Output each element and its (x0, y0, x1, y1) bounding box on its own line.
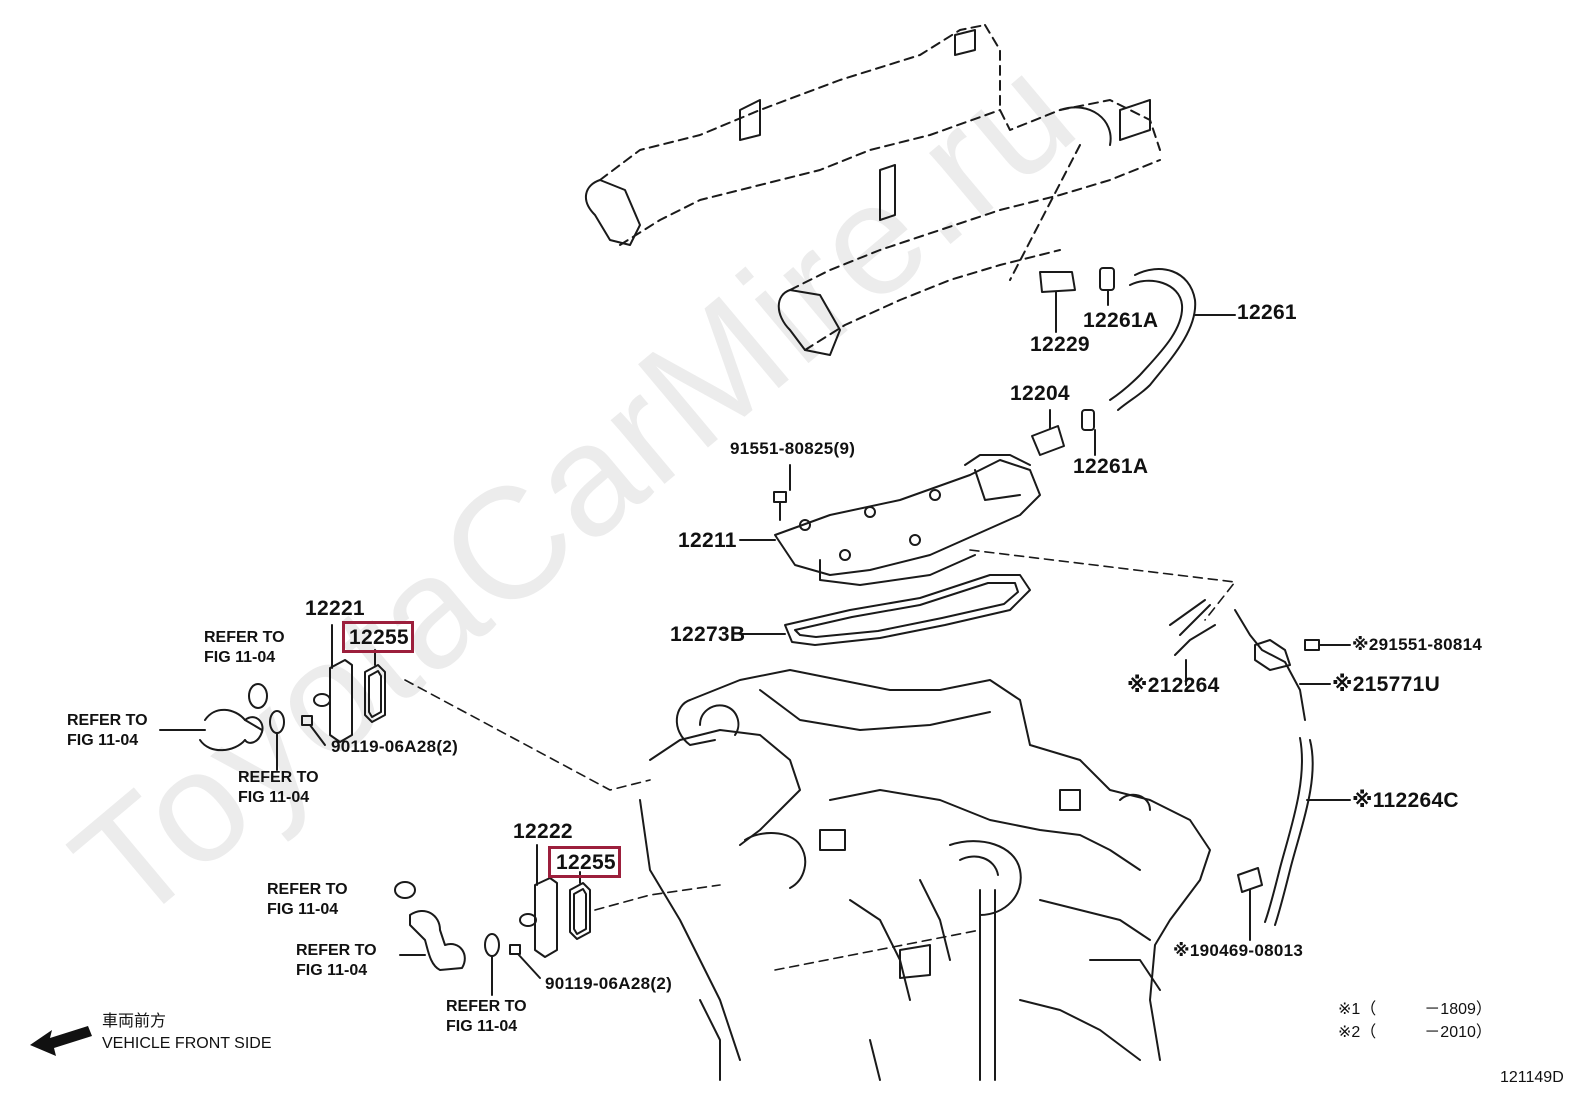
label-15771u[interactable]: ※215771U (1332, 673, 1441, 696)
bolt-90119-top (301, 715, 326, 746)
label-90119-06a28-top[interactable]: 90119-06A28(2) (331, 737, 459, 756)
pcv-hose-12264 (1169, 599, 1216, 686)
refer-line2: FIG 11-04 (238, 789, 310, 806)
fitting-90469-08013 (1237, 867, 1263, 941)
refer-line2: FIG 11-04 (296, 962, 368, 979)
label-12261a-top[interactable]: 12261A (1083, 309, 1159, 332)
label-12261a-mid[interactable]: 12261A (1073, 455, 1149, 478)
refer-line2: FIG 11-04 (67, 732, 139, 749)
refer-to-fig-2[interactable]: REFER TO FIG 11-04 (67, 711, 148, 751)
label-12255-bottom[interactable]: 12255 (556, 851, 616, 874)
label-12264[interactable]: ※212264 (1127, 674, 1220, 697)
vsv-12229 (1039, 271, 1076, 333)
label-12211[interactable]: 12211 (678, 529, 737, 552)
label-12229[interactable]: 12229 (1030, 333, 1090, 356)
separator-12222 (519, 844, 558, 958)
ring-left-upper-b (269, 710, 285, 771)
bolt-90119-bottom (509, 944, 541, 979)
bolt-91551-80825 (773, 464, 791, 521)
hose-12261 (1109, 267, 1236, 411)
refer-to-fig-1[interactable]: REFER TO FIG 11-04 (204, 628, 285, 668)
pcv-valve-12204 (1031, 409, 1065, 456)
vehicle-front-en: VEHICLE FRONT SIDE (102, 1035, 272, 1052)
ring-left-lower-b (484, 933, 500, 996)
refer-to-fig-4[interactable]: REFER TO FIG 11-04 (267, 880, 348, 920)
refer-line1: REFER TO (267, 881, 348, 898)
label-12273b[interactable]: 12273B (670, 623, 746, 646)
refer-line2: FIG 11-04 (267, 901, 339, 918)
refer-line2: FIG 11-04 (204, 649, 276, 666)
gasket-12273b (739, 574, 1031, 646)
pcv-pipe-15771u (1234, 609, 1331, 721)
separator-12221 (313, 624, 353, 743)
refer-line1: REFER TO (238, 769, 319, 786)
label-12264c[interactable]: ※112264C (1352, 789, 1459, 812)
head-cover-12211 (739, 454, 1041, 586)
refer-line1: REFER TO (204, 629, 285, 646)
label-12221[interactable]: 12221 (305, 597, 365, 620)
gasket-12255-top (364, 649, 386, 723)
hose-left-upper (159, 708, 264, 752)
refer-to-fig-5[interactable]: REFER TO FIG 11-04 (296, 941, 377, 981)
refer-to-fig-3[interactable]: REFER TO FIG 11-04 (238, 768, 319, 808)
label-91551-80825[interactable]: 91551-80825(9) (730, 439, 856, 458)
label-91551-80814[interactable]: ※291551-80814 (1352, 635, 1483, 654)
footnote-1: ※1（ －1809） (1338, 1001, 1492, 1018)
pcv-hose-12264c (1264, 737, 1351, 926)
ring-left-lower-a (394, 881, 416, 899)
refer-line2: FIG 11-04 (446, 1018, 518, 1035)
vehicle-front-arrow-icon (30, 1026, 92, 1056)
refer-line1: REFER TO (67, 712, 148, 729)
label-12222[interactable]: 12222 (513, 820, 573, 843)
figure-id: 121149D (1500, 1069, 1564, 1086)
clip-12261a-top (1099, 267, 1115, 306)
refer-line1: REFER TO (446, 998, 527, 1015)
intake-manifold-solid (585, 29, 1151, 356)
bolt-91551-80814 (1304, 639, 1351, 651)
hose-left-lower (399, 910, 466, 971)
engine-block (639, 669, 1211, 1081)
refer-line1: REFER TO (296, 942, 377, 959)
label-12261[interactable]: 12261 (1237, 301, 1297, 324)
ring-left-upper-a (248, 683, 268, 709)
label-90469-08013[interactable]: ※190469-08013 (1173, 941, 1304, 960)
refer-to-fig-6[interactable]: REFER TO FIG 11-04 (446, 997, 527, 1037)
vehicle-front-jp: 車両前方 (102, 1013, 167, 1030)
clip-12261a-mid (1081, 409, 1096, 456)
gasket-12255-bottom (569, 871, 591, 940)
highlight-box-top (342, 621, 414, 653)
dashed-connections (404, 549, 1236, 971)
footnote-2: ※2（ －2010） (1338, 1024, 1492, 1041)
intake-manifold-outline (599, 24, 1161, 351)
label-12204[interactable]: 12204 (1010, 382, 1070, 405)
label-90119-06a28-bottom[interactable]: 90119-06A28(2) (545, 974, 673, 993)
label-12255-top[interactable]: 12255 (349, 626, 409, 649)
highlight-box-bottom (548, 846, 621, 878)
